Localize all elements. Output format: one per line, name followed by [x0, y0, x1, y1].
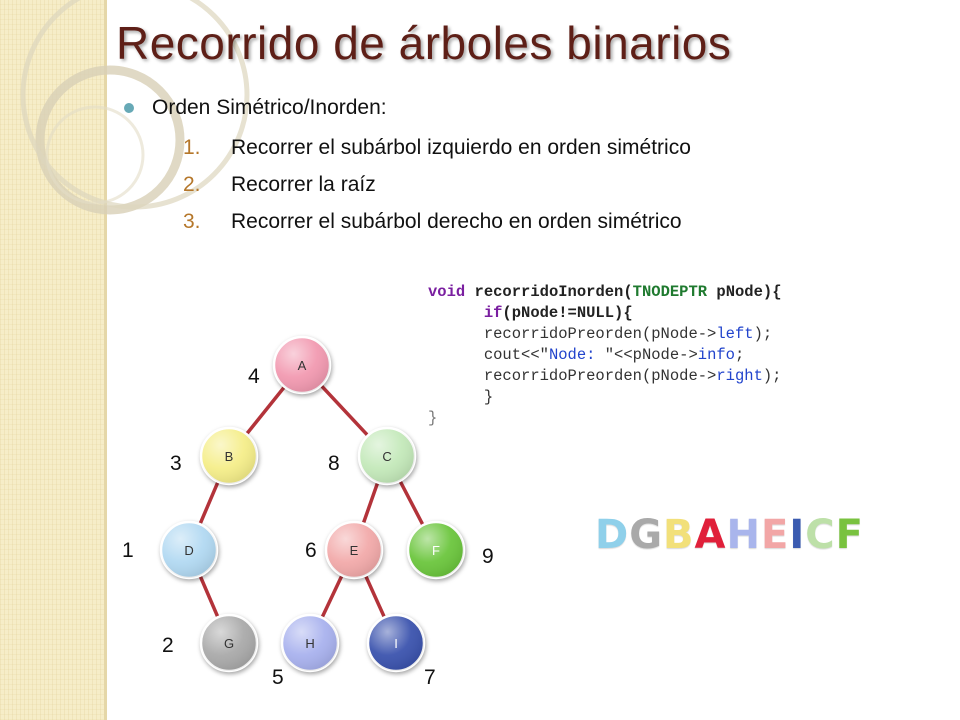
order-label-g: 2: [162, 634, 174, 657]
order-label-i: 7: [424, 666, 436, 689]
bullet-text: Orden Simétrico/Inorden:: [152, 96, 387, 119]
traversal-result: DGBAHEICF: [595, 512, 864, 558]
tree-edges: [187, 363, 438, 644]
bullet-dot-icon: [124, 103, 134, 113]
code-member: info: [697, 346, 735, 364]
code-end: ;: [734, 346, 745, 364]
node-c-label: C: [382, 449, 391, 464]
code-line-3: recorridoPreorden(pNode->left);: [428, 325, 772, 343]
node-e: E: [324, 520, 384, 580]
node-shine: [201, 615, 257, 671]
result-letter: H: [726, 512, 761, 558]
code-line-5: recorridoPreorden(pNode->right);: [428, 367, 782, 385]
code-line-6: }: [428, 388, 493, 406]
node-h-label: H: [305, 636, 314, 651]
tree-nodes: A B C D E F G: [159, 335, 466, 673]
code-line-7: }: [428, 409, 437, 427]
order-label-b: 3: [170, 452, 182, 475]
node-h: H: [280, 613, 340, 673]
order-label-f: 9: [482, 545, 494, 568]
node-a: A: [272, 335, 332, 395]
result-letter: D: [595, 512, 630, 558]
code-call: recorridoPreorden(pNode->: [483, 367, 717, 385]
code-line-2: if(pNode!=NULL){: [428, 304, 633, 322]
step-number: 3.: [183, 210, 201, 233]
code-block: void recorridoInorden(TNODEPTR pNode){ i…: [428, 282, 782, 429]
code-line-1: void recorridoInorden(TNODEPTR pNode){: [428, 283, 782, 301]
node-f-label: F: [432, 543, 440, 558]
code-keyword: void: [428, 283, 466, 301]
result-letter: F: [835, 512, 864, 558]
node-shine: [274, 337, 330, 393]
code-type: TNODEPTR: [632, 283, 708, 301]
step-text: Recorrer el subárbol izquierdo en orden …: [231, 136, 691, 159]
node-c: C: [357, 426, 417, 486]
order-label-d: 1: [122, 539, 134, 562]
code-params: pNode){: [707, 283, 782, 301]
node-d: D: [159, 520, 219, 580]
node-b: B: [199, 426, 259, 486]
code-cout: cout<<": [483, 346, 549, 364]
node-d-label: D: [184, 543, 193, 558]
bullet-inorder: Orden Simétrico/Inorden:: [124, 96, 387, 120]
step-item-3: 3. Recorrer el subárbol derecho en orden…: [183, 210, 691, 247]
step-item-2: 2. Recorrer la raíz: [183, 173, 691, 210]
result-letter: A: [694, 512, 727, 558]
node-shine: [368, 615, 424, 671]
code-member: right: [716, 367, 763, 385]
node-a-label: A: [298, 358, 307, 373]
node-g-label: G: [224, 636, 234, 651]
result-letter: E: [761, 512, 790, 558]
node-f: F: [406, 520, 466, 580]
code-string: Node:: [548, 346, 605, 364]
step-text: Recorrer la raíz: [231, 173, 376, 196]
node-shine: [161, 522, 217, 578]
decorative-rings: [20, 0, 250, 215]
code-line-4: cout<<"Node: "<<pNode->info;: [428, 346, 744, 364]
node-b-label: B: [225, 449, 234, 464]
steps-list: 1. Recorrer el subárbol izquierdo en ord…: [183, 136, 691, 247]
code-keyword: if: [483, 304, 503, 322]
code-member: left: [716, 325, 754, 343]
step-number: 2.: [183, 173, 201, 196]
code-condition: (pNode!=NULL){: [502, 304, 633, 322]
node-shine: [359, 428, 415, 484]
code-stream: "<<pNode->: [604, 346, 698, 364]
node-i-label: I: [394, 636, 398, 651]
side-band-divider: [104, 0, 107, 720]
result-letter: B: [663, 512, 695, 558]
order-label-a: 4: [248, 365, 260, 388]
code-close-brace: }: [428, 409, 438, 427]
step-number: 1.: [183, 136, 201, 159]
slide-title: Recorrido de árboles binarios: [116, 17, 732, 69]
code-function-name: recorridoInorden(: [474, 283, 633, 301]
order-label-e: 6: [305, 539, 317, 562]
step-text: Recorrer el subárbol derecho en orden si…: [231, 210, 682, 233]
code-end: );: [762, 367, 782, 385]
node-shine: [282, 615, 338, 671]
order-label-h: 5: [272, 666, 284, 689]
result-letter: G: [629, 512, 664, 558]
traversal-order-labels: 4 3 8 1 6 9 2 5 7: [122, 365, 494, 689]
code-end: );: [753, 325, 773, 343]
node-shine: [326, 522, 382, 578]
node-shine: [201, 428, 257, 484]
node-shine: [408, 522, 464, 578]
node-g: G: [199, 613, 259, 673]
node-e-label: E: [350, 543, 359, 558]
node-i: I: [366, 613, 426, 673]
decorative-side-band: [0, 0, 104, 720]
code-close-brace: }: [483, 388, 494, 406]
step-item-1: 1. Recorrer el subárbol izquierdo en ord…: [183, 136, 691, 173]
code-call: recorridoPreorden(pNode->: [483, 325, 717, 343]
order-label-c: 8: [328, 452, 340, 475]
result-letter: C: [805, 512, 836, 558]
result-letter: I: [789, 512, 806, 558]
